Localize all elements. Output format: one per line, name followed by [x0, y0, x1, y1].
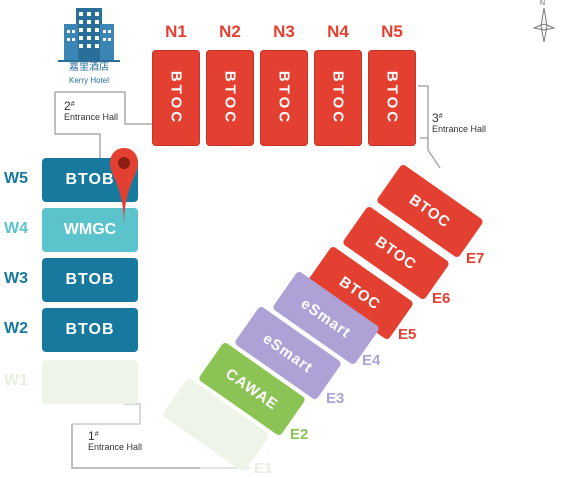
hall-label-n2: N2: [219, 22, 241, 41]
entrance-3-number: 3: [432, 111, 439, 125]
hall-label-e6: E6: [432, 290, 451, 307]
entrance-1-label: Entrance Hall: [88, 442, 143, 452]
entrance-2-number: 2: [64, 99, 71, 113]
hall-n4-label: BTOC: [329, 70, 347, 126]
entrance-2-label: Entrance Hall: [64, 112, 119, 122]
location-pin-icon[interactable]: [108, 146, 140, 228]
entrance-1-sup: #: [94, 431, 99, 438]
hall-label-n4: N4: [327, 22, 349, 41]
entrance-hall-2: 2# Entrance Hall: [64, 100, 118, 122]
hall-label-e5: E5: [398, 326, 417, 343]
hall-e6-label: BTOC: [372, 232, 420, 274]
hall-n2[interactable]: BTOC: [206, 50, 254, 146]
entrance-hall-1: 1# Entrance Hall: [88, 430, 142, 452]
compass-icon: [532, 7, 556, 43]
compass-north-label: N: [540, 0, 546, 7]
entrance-1-number: 1: [88, 429, 95, 443]
hall-n3[interactable]: BTOC: [260, 50, 308, 146]
hall-label-w3: W3: [4, 270, 28, 287]
hall-n5[interactable]: BTOC: [368, 50, 416, 146]
hall-w2-label: BTOB: [65, 321, 115, 338]
entrance-3-sup: #: [438, 113, 443, 120]
hall-label-e2: E2: [290, 426, 309, 443]
hall-w4[interactable]: WMGC: [42, 208, 138, 252]
hall-label-n3: N3: [273, 22, 295, 41]
hall-w4-label: WMGC: [63, 221, 117, 238]
hall-label-w4: W4: [4, 220, 28, 237]
hall-w3[interactable]: BTOB: [42, 258, 138, 302]
hall-label-e1: E1: [254, 460, 273, 477]
hall-n1-label: BTOC: [167, 70, 185, 126]
hotel-name-cn: 嘉里酒店: [69, 62, 109, 73]
hotel-name-en: Kerry Hotel: [68, 76, 109, 85]
kerry-hotel: 嘉里酒店 Kerry Hotel: [54, 6, 124, 86]
hall-label-e3: E3: [326, 390, 345, 407]
hall-label-w2: W2: [4, 320, 28, 337]
hall-n5-label: BTOC: [383, 70, 401, 126]
entrance-2-sup: #: [70, 101, 75, 108]
hall-n3-label: BTOC: [275, 70, 293, 126]
hall-w5-label: BTOB: [65, 171, 115, 188]
entrance-hall-3: 3# Entrance Hall: [432, 112, 486, 134]
hall-w3-label: BTOB: [65, 271, 115, 288]
hall-n2-label: BTOC: [221, 70, 239, 126]
hall-label-n1: N1: [165, 22, 187, 41]
hotel-building-icon: [58, 8, 120, 62]
hall-n1[interactable]: BTOC: [152, 50, 200, 146]
hall-label-w5: W5: [4, 170, 28, 187]
hall-label-e7: E7: [466, 250, 485, 267]
hall-w2[interactable]: BTOB: [42, 308, 138, 352]
hall-w1[interactable]: [42, 360, 138, 404]
hall-n4[interactable]: BTOC: [314, 50, 362, 146]
hall-e7-label: BTOC: [406, 190, 454, 232]
entrance-3-label: Entrance Hall: [432, 124, 487, 134]
hall-label-e4: E4: [362, 352, 381, 369]
hall-label-n5: N5: [381, 22, 403, 41]
hall-label-w1: W1: [4, 372, 28, 389]
